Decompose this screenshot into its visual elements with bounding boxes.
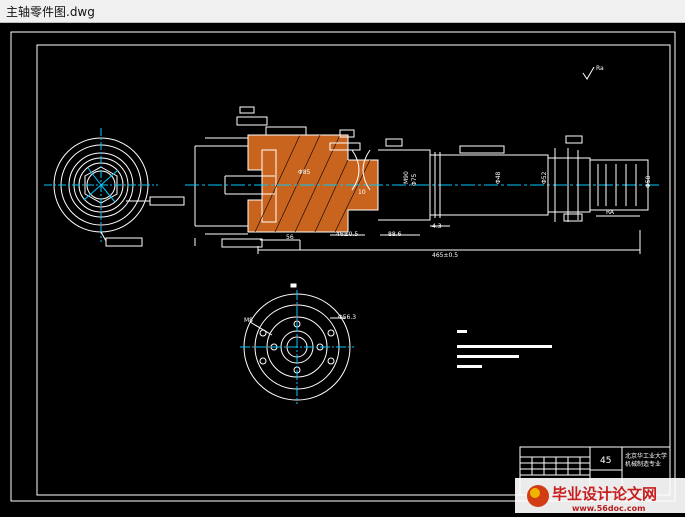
dim-d1: Φ85 xyxy=(298,169,311,176)
dim-d3: Φ75 xyxy=(411,173,418,186)
inner-frame xyxy=(36,44,671,496)
flange-dim-dia: Φ56.3 xyxy=(338,314,356,321)
dim-d4: Φ48 xyxy=(495,171,502,184)
flange-dim-m8: M8 xyxy=(244,317,253,324)
watermark-title: 毕业设计论文网 xyxy=(552,485,657,503)
dim-l2: 46±0.5 xyxy=(336,231,358,238)
dim-l1: 56 xyxy=(286,234,294,241)
title-block-material: 45 xyxy=(600,456,611,466)
dim-l3: 88.6 xyxy=(388,231,402,238)
shaft-view xyxy=(185,106,660,254)
end-view xyxy=(44,128,185,247)
watermark-url: www.56doc.com xyxy=(572,504,645,513)
roughness-symbol: Ra xyxy=(582,65,604,80)
dim-d5: Φ52 xyxy=(541,171,548,184)
title-block-name-2: 机械制造专业 xyxy=(625,460,661,468)
outer-frame xyxy=(10,31,676,502)
dim-r2: Φ58 xyxy=(645,175,652,188)
roughness-label: Ra xyxy=(596,65,604,72)
drawing-canvas[interactable]: Ra xyxy=(0,23,685,513)
dim-r1: RA xyxy=(606,209,615,216)
title-block-name-1: 北京华工业大学 xyxy=(625,452,667,460)
technical-notes xyxy=(457,330,552,368)
dim-d2: M90 xyxy=(403,171,410,184)
dim-total: 465±0.5 xyxy=(432,252,458,259)
watermark: 毕业设计论文网 www.56doc.com xyxy=(515,478,685,513)
dim-l5: 4.3 xyxy=(432,223,442,230)
flange-view xyxy=(240,283,354,404)
window-title: 主轴零件图.dwg xyxy=(6,5,95,19)
window-titlebar: 主轴零件图.dwg xyxy=(0,0,685,23)
dim-l4: 10 xyxy=(358,189,366,196)
